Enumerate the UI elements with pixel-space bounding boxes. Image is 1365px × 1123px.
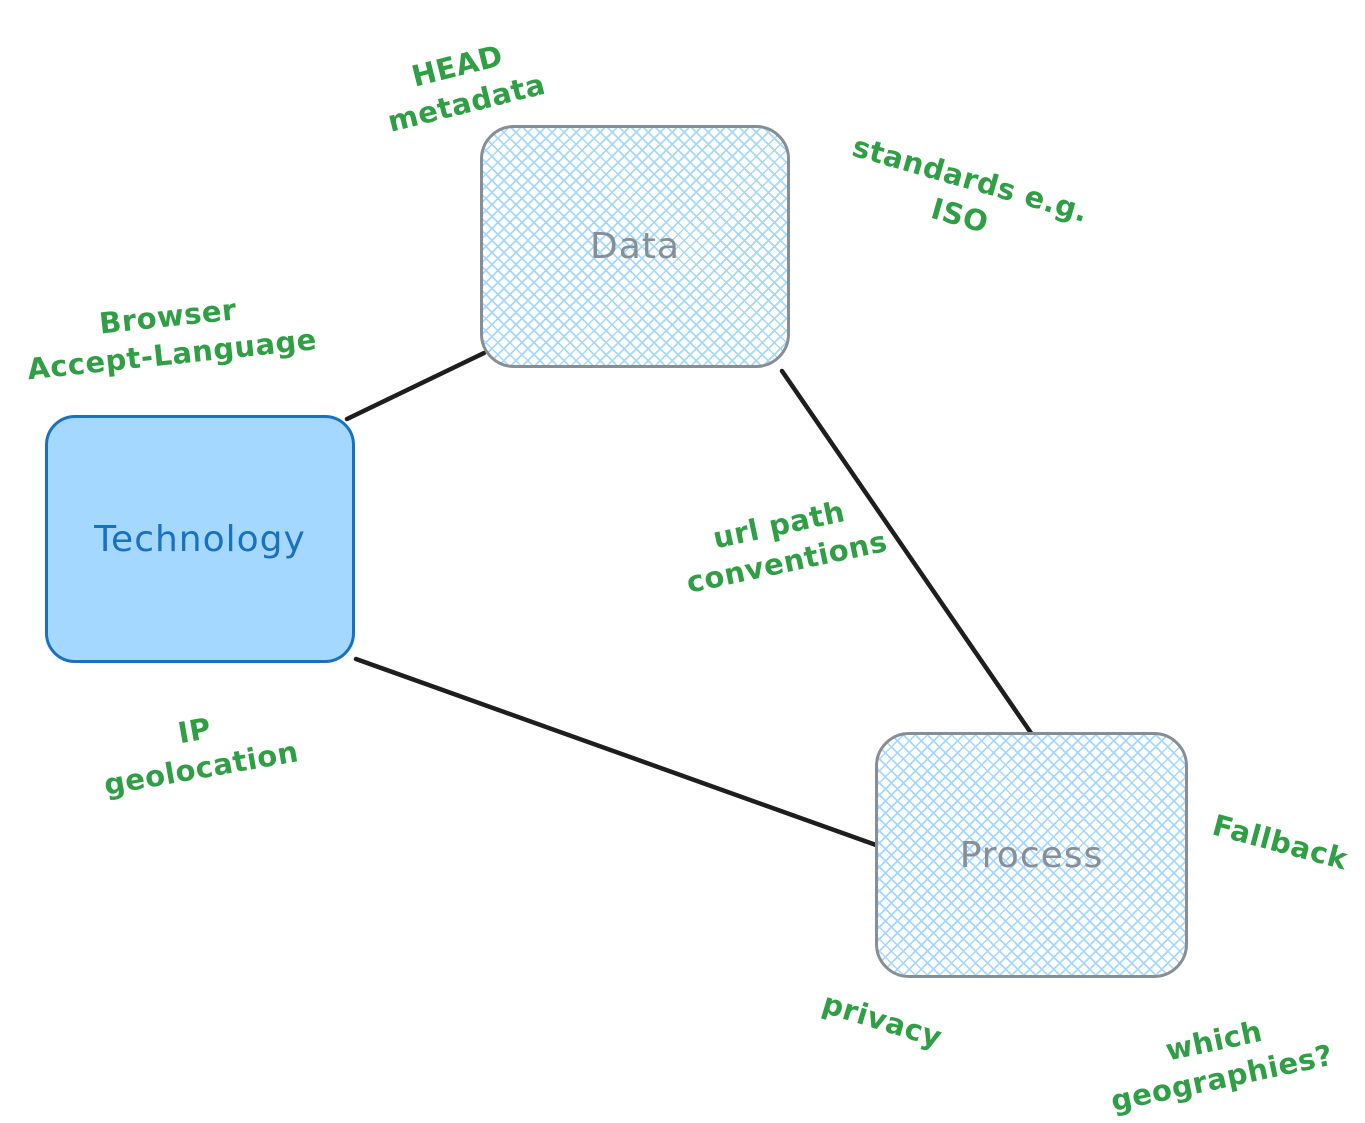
node-technology-label: Technology xyxy=(94,518,306,560)
node-process-label: Process xyxy=(959,834,1104,876)
connector-technology-process[interactable] xyxy=(353,656,879,848)
node-data[interactable]: Data xyxy=(480,125,790,368)
connector-technology-data[interactable] xyxy=(344,350,487,422)
node-process[interactable]: Process xyxy=(875,732,1188,978)
connector-data-process[interactable] xyxy=(779,368,1034,736)
node-data-label: Data xyxy=(590,226,680,267)
node-technology[interactable]: Technology xyxy=(45,415,355,663)
